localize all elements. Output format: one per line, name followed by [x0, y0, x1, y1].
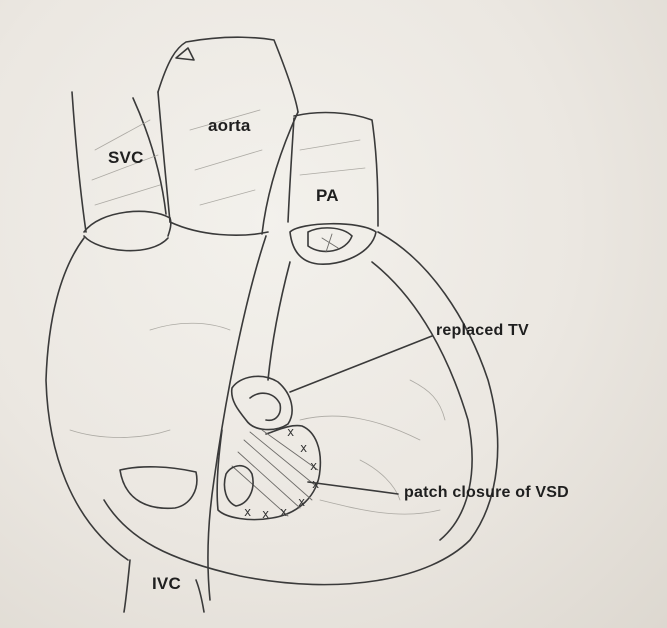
heart-outline: [46, 232, 498, 612]
svc-vessel: [72, 92, 171, 251]
svg-text:x: x: [310, 459, 317, 473]
svg-text:x: x: [300, 441, 307, 455]
svg-text:x: x: [280, 505, 287, 519]
aorta-label: aorta: [208, 116, 251, 136]
svc-label: SVC: [108, 148, 144, 168]
replaced-tv-label: replaced TV: [436, 322, 529, 340]
patch-closure-label: patch closure of VSD: [404, 484, 569, 502]
valve-and-patch: x x x x x x x x: [217, 376, 320, 521]
patch-leader: [308, 482, 398, 494]
ivc-label: IVC: [152, 574, 181, 594]
aorta-vessel: [158, 37, 298, 235]
svg-text:x: x: [262, 507, 269, 521]
replaced-tv-leader: [290, 336, 432, 392]
svg-text:x: x: [244, 505, 251, 519]
svg-text:x: x: [298, 495, 305, 509]
pa-label: PA: [316, 186, 339, 206]
svg-text:x: x: [287, 425, 294, 439]
